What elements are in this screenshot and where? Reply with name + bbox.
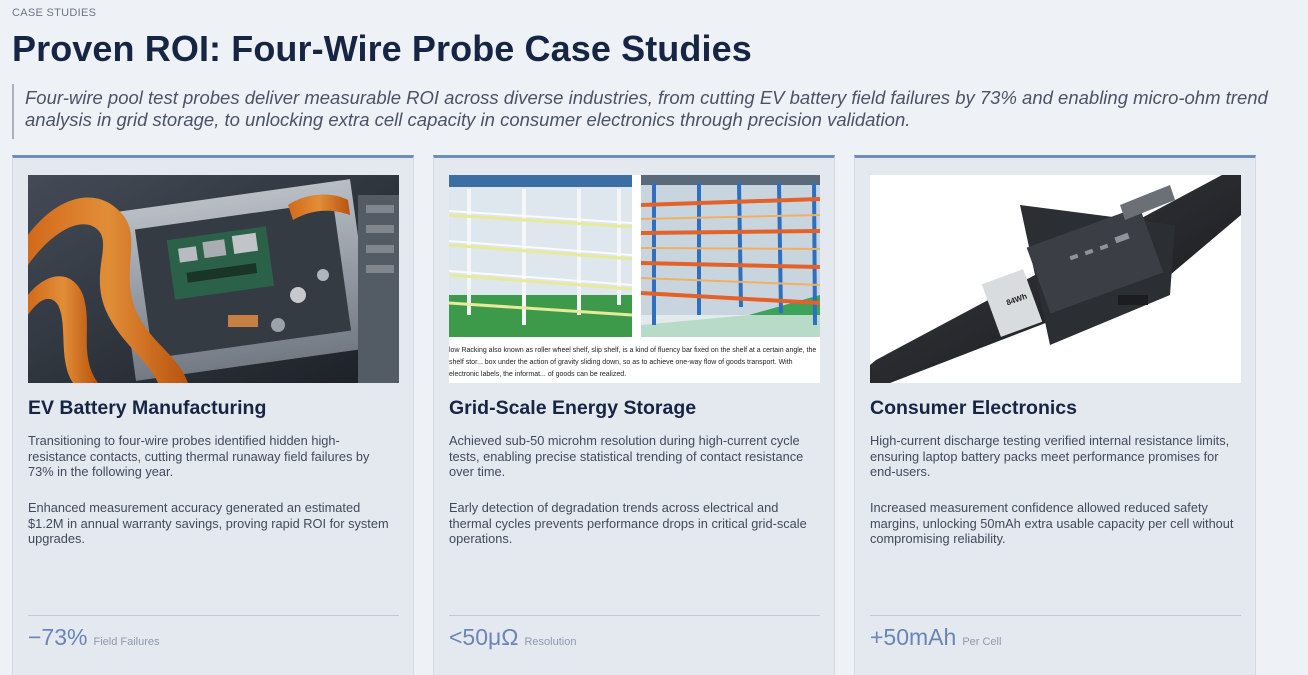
page-subtitle: Four-wire pool test probes deliver measu… <box>12 84 1298 139</box>
card-divider <box>28 615 399 616</box>
card-metric: <50μΩ Resolution <box>449 624 576 651</box>
card-metric: −73% Field Failures <box>28 624 160 651</box>
laptop-battery-image: 84Wh <box>870 175 1241 383</box>
metric-value: <50μΩ <box>449 624 519 650</box>
ev-battery-image <box>28 175 399 383</box>
card-paragraph: Enhanced measurement accuracy generated … <box>28 500 389 546</box>
metric-value: −73% <box>28 624 88 650</box>
card-paragraph: Transitioning to four-wire probes identi… <box>28 433 370 479</box>
metric-label: Per Cell <box>962 636 1002 648</box>
card-paragraph: Achieved sub-50 microhm resolution durin… <box>449 433 804 479</box>
case-card-consumer-electronics: 84Wh Consumer Electronics High-current d… <box>854 155 1256 675</box>
image-caption: low Racking also known as roller wheel s… <box>449 347 817 378</box>
card-title: EV Battery Manufacturing <box>28 397 267 419</box>
card-paragraph: Increased measurement confidence allowed… <box>870 500 1234 546</box>
card-paragraph: Early detection of degradation trends ac… <box>449 500 807 546</box>
eyebrow-label: CASE STUDIES <box>12 7 97 19</box>
case-card-grid-storage: low Racking also known as roller wheel s… <box>433 155 835 675</box>
case-card-ev-battery: EV Battery Manufacturing Transitioning t… <box>12 155 414 675</box>
card-title: Grid-Scale Energy Storage <box>449 397 697 419</box>
racking-warehouse-image: low Racking also known as roller wheel s… <box>449 175 820 383</box>
card-metric: +50mAh Per Cell <box>870 624 1001 651</box>
card-paragraph: High-current discharge testing verified … <box>870 433 1230 479</box>
metric-value: +50mAh <box>870 624 957 650</box>
card-divider <box>870 615 1241 616</box>
metric-label: Resolution <box>524 636 577 648</box>
card-title: Consumer Electronics <box>870 397 1077 419</box>
card-divider <box>449 615 820 616</box>
page-title: Proven ROI: Four-Wire Probe Case Studies <box>12 28 752 69</box>
metric-label: Field Failures <box>93 636 160 648</box>
